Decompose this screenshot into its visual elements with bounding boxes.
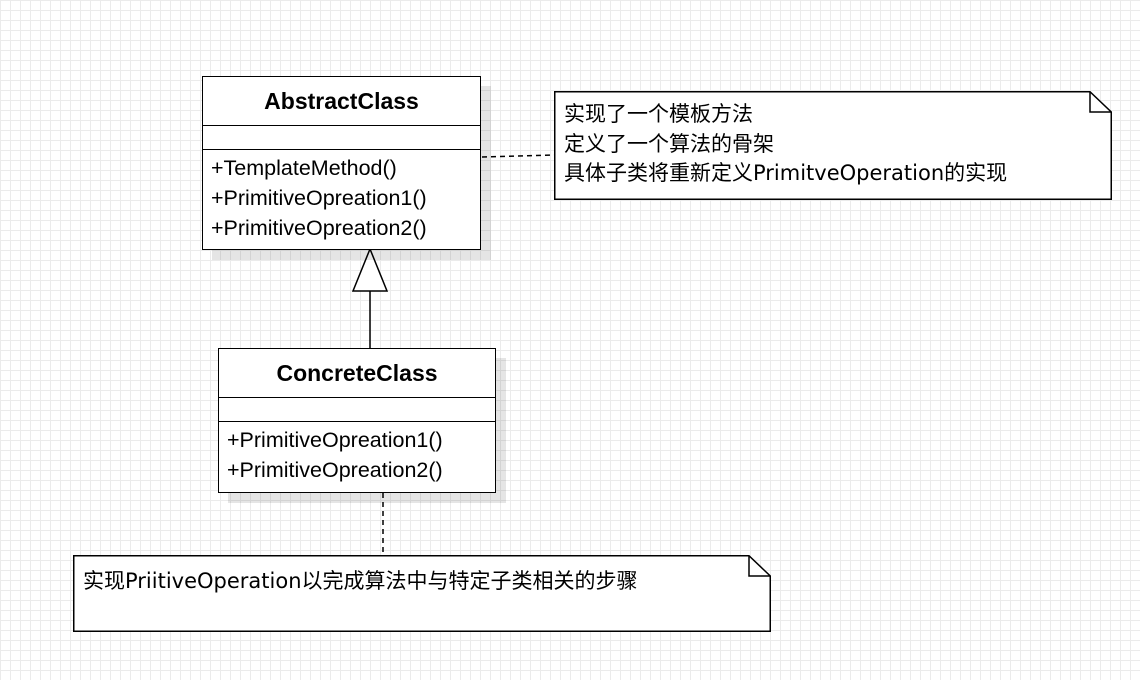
concrete-class-name: ConcreteClass — [219, 349, 495, 398]
note-concrete-class[interactable]: 实现PriitiveOperation以完成算法中与特定子类相关的步骤 — [73, 555, 771, 632]
note-frame — [554, 91, 1112, 200]
note-frame — [73, 555, 771, 632]
concrete-class-operations: +PrimitiveOpreation1() +PrimitiveOpreati… — [219, 422, 495, 485]
abstract-class-operation: +PrimitiveOpreation1() — [211, 186, 427, 210]
note-line: 实现PriitiveOperation以完成算法中与特定子类相关的步骤 — [83, 569, 638, 593]
concrete-class-operation: +PrimitiveOpreation1() — [227, 428, 443, 452]
abstract-class-name: AbstractClass — [203, 77, 480, 126]
abstract-class-box[interactable]: AbstractClass +TemplateMethod() +Primiti… — [202, 76, 481, 250]
note-concrete-text: 实现PriitiveOperation以完成算法中与特定子类相关的步骤 — [83, 567, 638, 596]
note-line: 实现了一个模板方法 — [564, 102, 753, 126]
abstract-class-attributes — [203, 126, 480, 150]
note-anchor-abstract — [481, 154, 556, 158]
abstract-class-operation: +TemplateMethod() — [211, 156, 397, 180]
abstract-class-operations: +TemplateMethod() +PrimitiveOpreation1()… — [203, 150, 480, 243]
note-line: 具体子类将重新定义PrimitveOperation的实现 — [564, 161, 1008, 185]
concrete-class-attributes — [219, 398, 495, 422]
concrete-class-box[interactable]: ConcreteClass +PrimitiveOpreation1() +Pr… — [218, 348, 496, 493]
concrete-class-operation: +PrimitiveOpreation2() — [227, 458, 443, 482]
abstract-class-operation: +PrimitiveOpreation2() — [211, 216, 427, 240]
generalization-arrowhead — [351, 247, 389, 292]
note-abstract-text: 实现了一个模板方法 定义了一个算法的骨架 具体子类将重新定义PrimitveOp… — [564, 100, 1007, 189]
note-line: 定义了一个算法的骨架 — [564, 131, 774, 156]
note-abstract-class[interactable]: 实现了一个模板方法 定义了一个算法的骨架 具体子类将重新定义PrimitveOp… — [554, 91, 1112, 200]
